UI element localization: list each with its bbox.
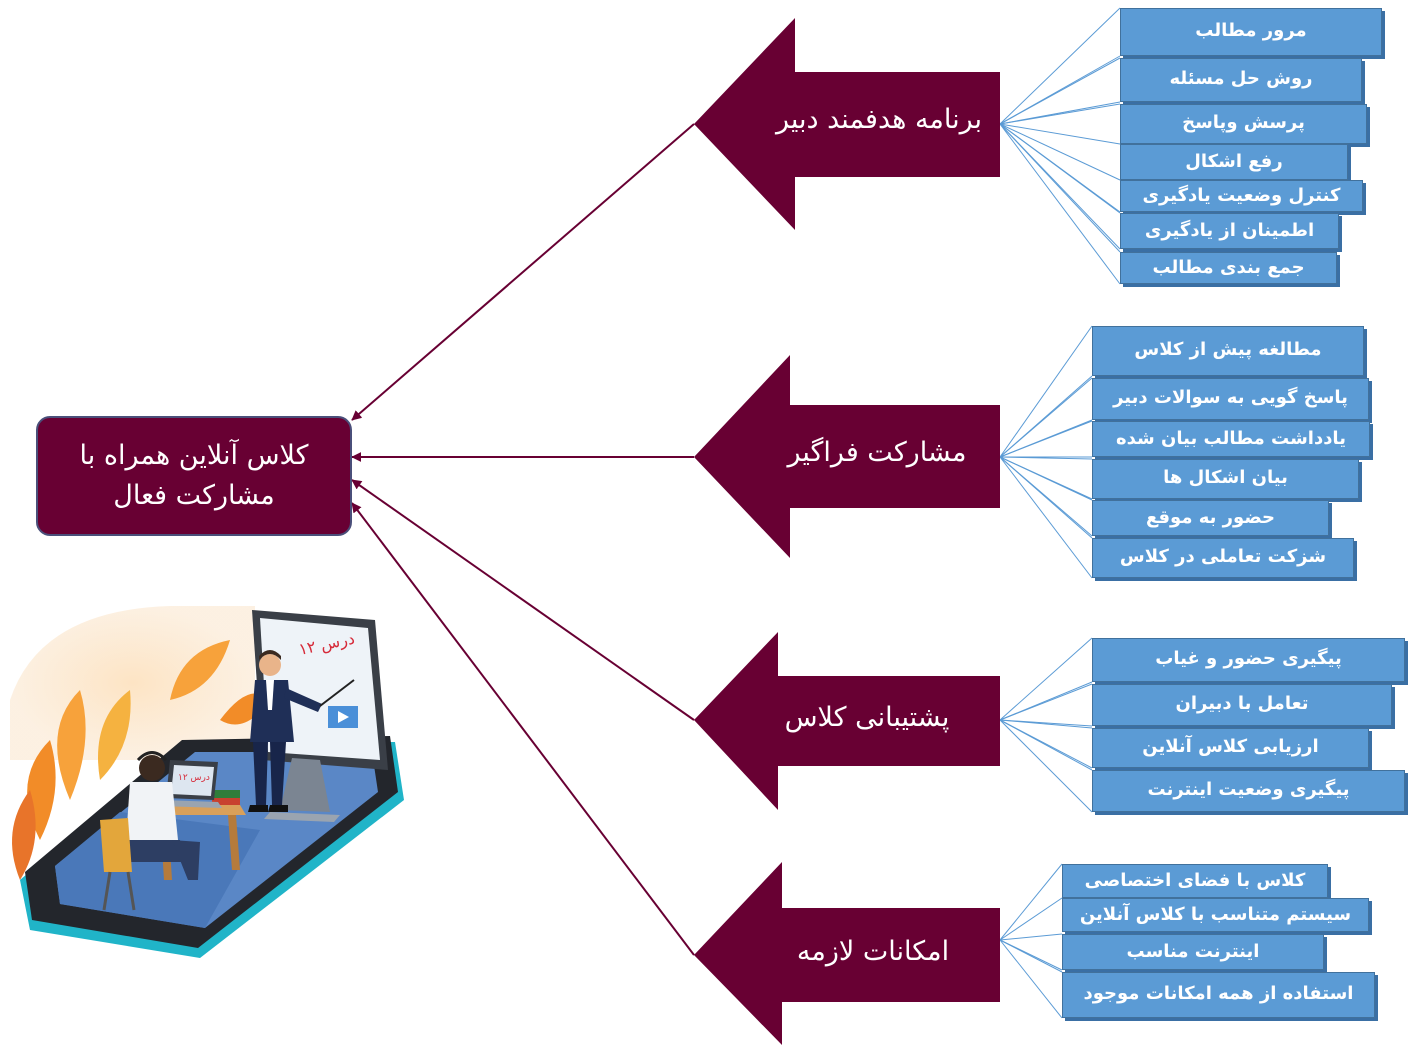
fan-line-group-4 [999,863,1063,941]
center-node-line-2: مشارکت فعال [113,480,275,511]
plant-icon [12,640,270,880]
fan-line-group-1 [999,123,1121,181]
group-1-item: رفع اشکال [1120,144,1348,180]
group-2-item: پاسخ گویی به سوالات دبیر [1092,378,1369,420]
connector-group-3 [351,479,695,721]
group-4-title: امکانات لازمه [796,936,950,967]
group-3-item: پیگیری وضعیت اینترنت [1092,770,1405,812]
group-2-item: مطالغه پیش از کلاس [1092,326,1364,376]
group-1-item: اطمینان از یادگیری [1120,213,1339,249]
fan-line-group-2 [999,420,1093,458]
arrow-group-4 [694,862,1000,1045]
group-2-item: بیان اشکال ها [1092,459,1359,499]
connector-lines [999,7,1121,1019]
fan-line-group-4 [999,939,1063,1019]
fan-line-group-3 [999,637,1093,721]
group-4-item: سیستم متناسب با کلاس آنلاین [1062,898,1369,932]
fan-line-group-1 [999,57,1121,125]
fan-line-group-2 [999,456,1093,579]
center-node: کلاس آنلاین همراه با مشارکت فعال [36,416,352,536]
arrow-group-1 [694,18,1000,230]
laptop-icon: درس ۱۲ [158,760,222,808]
fan-line-group-1 [999,123,1121,214]
connector-group-1 [351,123,695,421]
student-icon [100,751,200,911]
fan-line-group-2 [999,377,1093,458]
online-class-illustration: درس ۱۲ [10,606,404,958]
laptop-lesson-text: درس ۱۲ [178,773,210,783]
group-1-item: جمع بندی مطالب [1120,252,1337,284]
center-connectors [351,123,695,956]
center-node-line-1: کلاس آنلاین همراه با [79,440,309,471]
teacher-icon [248,650,355,812]
group-3-title: پشتیبانی کلاس [784,702,950,733]
group-4-item: کلاس با فضای اختصاصی [1062,864,1328,898]
group-1-item: روش حل مسئله [1120,58,1362,102]
fan-line-group-1 [999,123,1121,145]
fan-line-group-3 [999,719,1093,813]
group-3-item: ارزیابی کلاس آنلاین [1092,728,1369,768]
group-1-title: برنامه هدفمند دبیر [775,104,983,135]
fan-line-group-1 [999,7,1121,125]
fan-line-group-2 [999,456,1093,539]
group-4-item: استفاده از همه امکانات موجود [1062,972,1375,1018]
group-2-item: یادداشت مطالب بیان شده [1092,421,1370,457]
fan-line-group-2 [999,456,1093,460]
fan-line-group-1 [999,123,1121,253]
fan-line-group-2 [999,456,1093,501]
fan-line-group-1 [999,123,1121,285]
group-2-item: حضور به موقع [1092,500,1329,536]
group-2-item: شزکت تعاملی در کلاس [1092,538,1354,578]
fan-line-group-4 [999,897,1063,941]
group-3-item: تعامل با دبیران [1092,684,1392,726]
arrow-group-2 [694,355,1000,558]
fan-line-group-1 [999,103,1121,125]
group-4-item: اینترنت مناسب [1062,934,1324,970]
fan-line-group-4 [999,939,1063,973]
group-1-item: کنترل وضعیت یادگیری [1120,180,1363,212]
group-2-title: مشارکت فراگیر [787,437,967,468]
group-1-item: مرور مطالب [1120,8,1382,56]
arrow-shapes [694,18,1000,1045]
connector-group-4 [351,502,695,956]
group-1-item: پرسش وپاسخ [1120,104,1367,144]
background-halo [10,606,255,760]
group-3-item: پیگیری حضور و غیاب [1092,638,1405,682]
fan-line-group-3 [999,719,1093,771]
fan-line-group-4 [999,933,1063,941]
fan-line-group-3 [999,719,1093,729]
fan-line-group-2 [999,325,1093,458]
arrow-group-3 [694,632,1000,810]
fan-line-group-3 [999,683,1093,721]
